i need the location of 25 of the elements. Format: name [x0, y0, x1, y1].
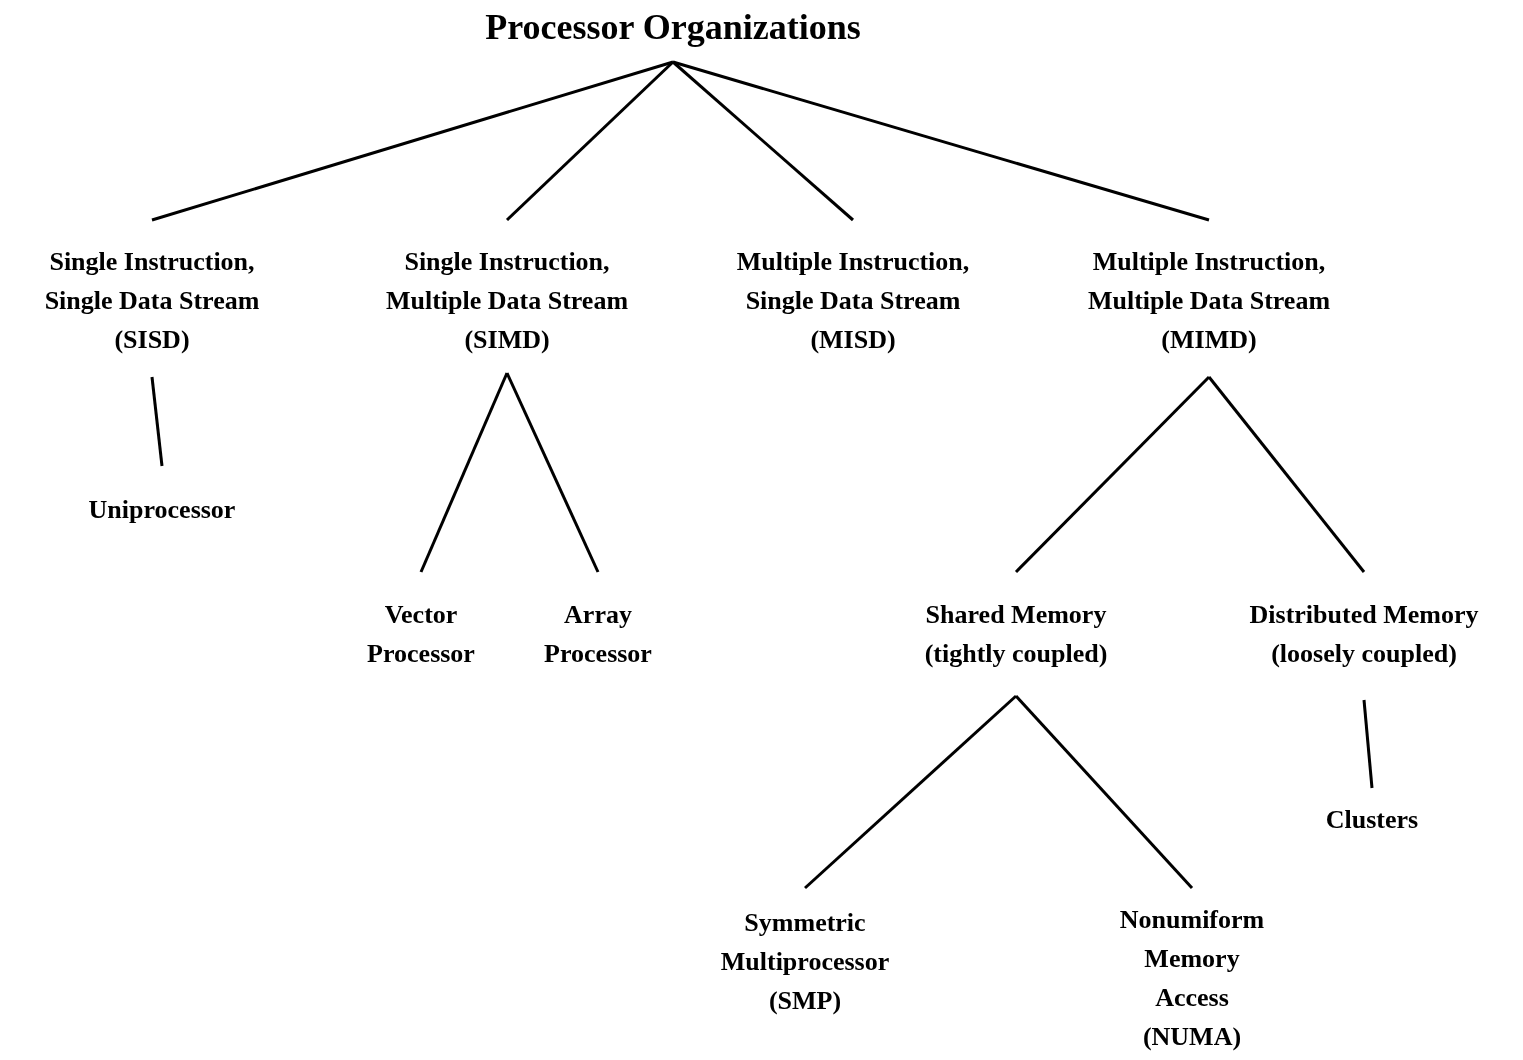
category-label: Single Instruction, Single Data Stream (SISD): [17, 220, 287, 377]
category-label: Vector Processor: [346, 572, 496, 673]
category-label: Shared Memory (tightly coupled): [901, 572, 1131, 696]
connector-line: [150, 376, 164, 467]
connector-line: [419, 372, 509, 573]
category-label: Clusters: [1302, 788, 1442, 839]
root-label: Processor Organizations: [443, 6, 903, 62]
category-label: Single Instruction, Multiple Data Stream (SIMD): [362, 220, 652, 373]
connector-line: [1207, 376, 1366, 573]
category-label: Distributed Memory (loosely coupled): [1234, 572, 1494, 700]
connector-line: [1362, 699, 1374, 789]
connector-line: [505, 372, 600, 573]
category-label: Uniprocessor: [62, 466, 262, 529]
category-label: Nonumiform Memory Access (NUMA): [1112, 888, 1272, 1056]
connector-line: [151, 60, 674, 222]
connector-line: [1014, 375, 1211, 574]
connector-line: [505, 60, 675, 222]
connector-line: [672, 60, 854, 222]
category-label: Multiple Instruction, Multiple Data Stream (MIMD): [1064, 220, 1354, 377]
connector-line: [672, 60, 1210, 222]
category-label: Array Processor: [523, 572, 673, 673]
category-label: Symmetric Multiprocessor (SMP): [705, 888, 905, 1020]
connector-line: [1014, 695, 1194, 889]
connector-line: [804, 694, 1017, 890]
category-label: Multiple Instruction, Single Data Stream (MISD): [713, 220, 993, 359]
